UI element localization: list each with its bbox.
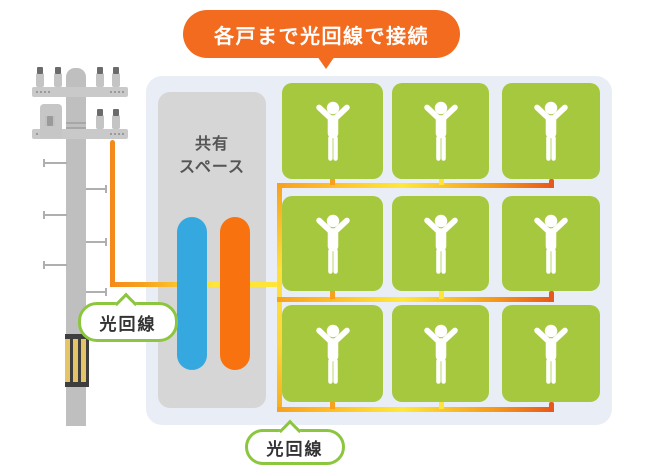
person-icon: [534, 324, 568, 384]
fiber-label-left: 光回線: [78, 292, 178, 342]
fiber-drop-line: [110, 140, 115, 287]
fiber-stub: [439, 291, 444, 299]
insulator-icon: [96, 67, 104, 87]
person-icon: [534, 214, 568, 274]
fiber-stub: [330, 402, 335, 409]
equipment-bar-orange: [220, 217, 250, 370]
fiber-stub: [549, 402, 554, 412]
apartment-unit: [282, 83, 383, 179]
pole-step: [43, 211, 67, 219]
fiber-stub: [549, 179, 554, 188]
pole-band: [66, 127, 86, 129]
pole-step: [86, 238, 107, 246]
shared-space-label: 共有 スペース: [178, 136, 246, 177]
fiber-branch-row2: [277, 297, 554, 302]
fiber-branch-row3: [277, 407, 554, 412]
fiber-branch-row1: [277, 183, 554, 188]
top-callout-bubble: 各戸まで光回線で接続: [183, 10, 460, 58]
fiber-stub: [439, 179, 444, 185]
pole-crossarm-upper: [32, 87, 128, 97]
fiber-stub: [330, 179, 335, 185]
top-callout-text: 各戸まで光回線で接続: [214, 25, 429, 48]
fiber-label-left-text: 光回線: [99, 314, 157, 334]
insulator-icon: [36, 67, 44, 87]
pole-step: [43, 159, 67, 167]
fiber-label-bottom-text: 光回線: [266, 439, 324, 459]
person-icon: [315, 214, 350, 274]
insulator-icon: [96, 109, 104, 129]
apartment-unit: [392, 83, 489, 179]
person-icon: [534, 101, 568, 161]
insulator-icon: [54, 67, 62, 87]
apartment-unit: [282, 305, 383, 402]
apartment-unit: [502, 83, 600, 179]
transformer-box-icon: [40, 104, 62, 138]
apartment-unit: [282, 196, 383, 291]
person-icon: [315, 101, 350, 161]
fiber-stub: [330, 291, 335, 299]
insulator-icon: [112, 67, 120, 87]
pole-band: [66, 122, 86, 124]
fiber-stub: [439, 402, 444, 409]
equipment-bar-blue: [177, 217, 207, 370]
apartment-unit: [502, 305, 600, 402]
apartment-unit: [392, 196, 489, 291]
pole-step: [86, 288, 107, 296]
apartment-unit: [502, 196, 600, 291]
person-icon: [423, 214, 458, 274]
fiber-label-bottom: 光回線: [245, 419, 345, 465]
pole-step: [43, 261, 67, 269]
insulator-icon: [112, 109, 120, 129]
person-icon: [315, 324, 350, 384]
person-icon: [423, 101, 458, 161]
pole-step: [86, 185, 107, 193]
person-icon: [423, 324, 458, 384]
apartment-unit: [392, 305, 489, 402]
top-callout-tail: [317, 56, 335, 69]
fiber-stub: [549, 291, 554, 302]
pole-guard-stripes: [65, 334, 89, 387]
